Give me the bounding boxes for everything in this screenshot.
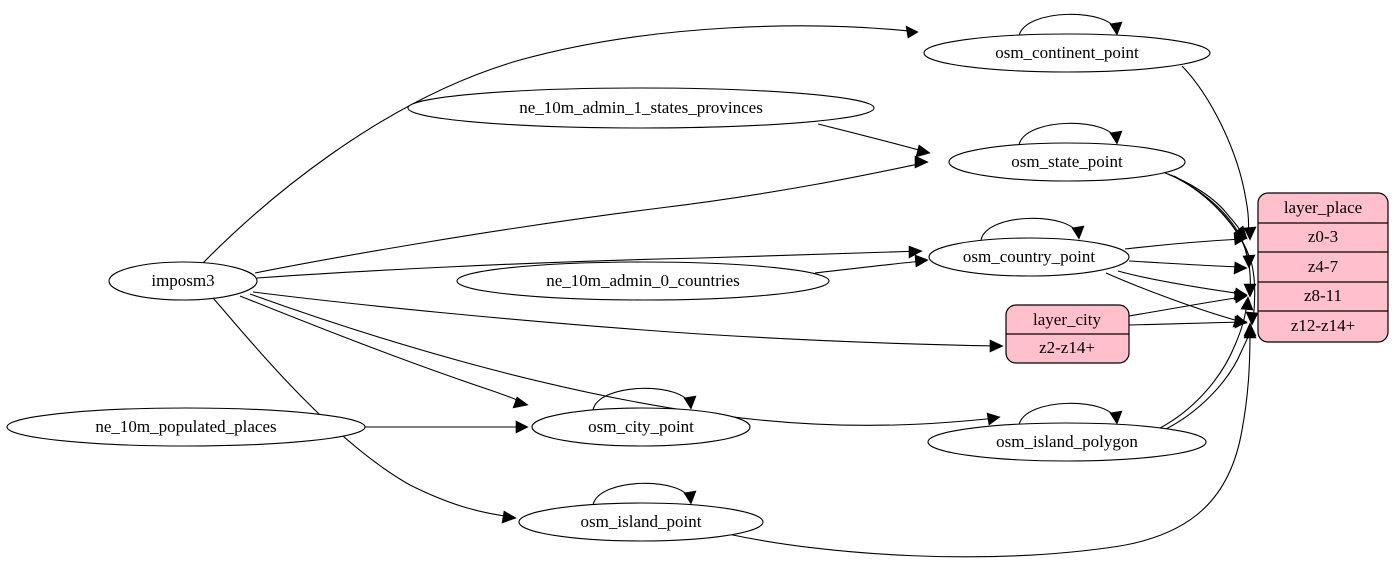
edge-imposm3-to-osm_island_point xyxy=(212,297,517,524)
table-layer_place[interactable]: layer_place z0-3 z4-7 z8-11 z12-z14+ xyxy=(1257,192,1389,343)
node-osm_island_point[interactable]: osm_island_point xyxy=(518,502,764,542)
edge-layer xyxy=(202,13,1259,558)
node-osm_country_point[interactable]: osm_country_point xyxy=(928,237,1130,277)
node-ne_10m_admin_1_states_provinces[interactable]: ne_10m_admin_1_states_provinces xyxy=(407,87,875,129)
self-loop-osm_state_point xyxy=(1018,122,1123,146)
edge-osm_island_polygon-to-layer_place-z12-z14+ xyxy=(1163,322,1257,431)
edge-imposm3-to-osm_city_point xyxy=(239,295,529,409)
table-layer: layer_place z0-3 z4-7 z8-11 z12-z14+ lay… xyxy=(1005,192,1389,364)
node-label-osm_continent_point: osm_continent_point xyxy=(995,43,1139,62)
edge-ne_10m_admin_1_states_provinces-to-osm_state_point xyxy=(817,123,931,158)
table-layer_place-row-z4-7[interactable]: z4-7 xyxy=(1308,257,1339,276)
node-layer: imposm3 ne_10m_populated_places ne_10m_a… xyxy=(6,33,1211,542)
node-osm_city_point[interactable]: osm_city_point xyxy=(531,407,751,447)
node-imposm3[interactable]: imposm3 xyxy=(108,261,258,301)
node-ne_10m_admin_0_countries[interactable]: ne_10m_admin_0_countries xyxy=(456,261,830,301)
edge-osm_continent_point-to-layer_place-z0-3 xyxy=(1181,65,1257,241)
table-layer_city-header: layer_city xyxy=(1033,310,1101,329)
edge-imposm3-to-osm_continent_point xyxy=(202,25,919,264)
table-layer_place-row-z12-z14plus[interactable]: z12-z14+ xyxy=(1291,316,1355,335)
edge-imposm3-to-layer_city xyxy=(252,291,1004,353)
self-loop-osm_city_point xyxy=(592,387,697,411)
self-loop-osm_island_polygon xyxy=(1018,402,1123,426)
edge-layer_city-to-layer_place-z8-11 xyxy=(1128,290,1248,317)
self-loop-osm_country_point xyxy=(980,217,1085,241)
edge-imposm3-to-osm_state_point xyxy=(254,155,929,274)
table-layer_place-header: layer_place xyxy=(1284,198,1362,217)
edge-osm_country_point-to-layer_place-z4-7 xyxy=(1128,260,1248,275)
node-osm_island_polygon[interactable]: osm_island_polygon xyxy=(927,422,1207,462)
edge-imposm3-to-osm_island_polygon xyxy=(249,293,1001,426)
table-layer_place-row-z0-3[interactable]: z0-3 xyxy=(1308,227,1338,246)
edge-osm_country_point-to-layer_place-z0-3 xyxy=(1124,232,1248,250)
node-label-ne_10m_populated_places: ne_10m_populated_places xyxy=(95,417,276,436)
node-osm_state_point[interactable]: osm_state_point xyxy=(948,142,1186,182)
table-layer_place-row-z8-11[interactable]: z8-11 xyxy=(1304,286,1342,305)
node-label-imposm3: imposm3 xyxy=(151,271,214,290)
edge-layer_city-to-layer_place-z12-z14+ xyxy=(1128,315,1248,329)
edge-osm_island_point-to-layer_place-z12-z14+ xyxy=(727,324,1257,558)
node-label-osm_island_polygon: osm_island_polygon xyxy=(996,432,1138,451)
table-layer_city-row-z2-z14plus[interactable]: z2-z14+ xyxy=(1039,338,1095,357)
node-osm_continent_point[interactable]: osm_continent_point xyxy=(923,33,1211,73)
edge-ne_10m_populated_places-to-osm_city_point xyxy=(365,420,529,434)
node-ne_10m_populated_places[interactable]: ne_10m_populated_places xyxy=(6,407,366,447)
edge-imposm3-to-osm_country_point xyxy=(256,245,923,279)
self-loop-osm_island_point xyxy=(592,482,697,506)
table-layer_city[interactable]: layer_city z2-z14+ xyxy=(1005,304,1130,364)
edge-osm_island_polygon-to-layer_place-z8-11 xyxy=(1159,296,1254,429)
edge-osm_state_point-to-layer_place-z4-7 xyxy=(1167,173,1256,269)
node-label-osm_state_point: osm_state_point xyxy=(1011,152,1123,171)
node-label-osm_country_point: osm_country_point xyxy=(963,247,1095,266)
edge-ne_10m_admin_0_countries-to-osm_country_point xyxy=(814,254,929,274)
node-label-osm_island_point: osm_island_point xyxy=(581,512,702,531)
edge-osm_state_point-to-layer_place-z12-z14+ xyxy=(1173,175,1259,326)
node-label-osm_city_point: osm_city_point xyxy=(588,417,694,436)
node-label-ne_10m_admin_1_states_provinces: ne_10m_admin_1_states_provinces xyxy=(519,98,763,117)
edge-osm_country_point-to-layer_place-z8-11 xyxy=(1117,270,1248,301)
node-label-ne_10m_admin_0_countries: ne_10m_admin_0_countries xyxy=(546,271,740,290)
self-loop-osm_continent_point xyxy=(1018,13,1123,37)
